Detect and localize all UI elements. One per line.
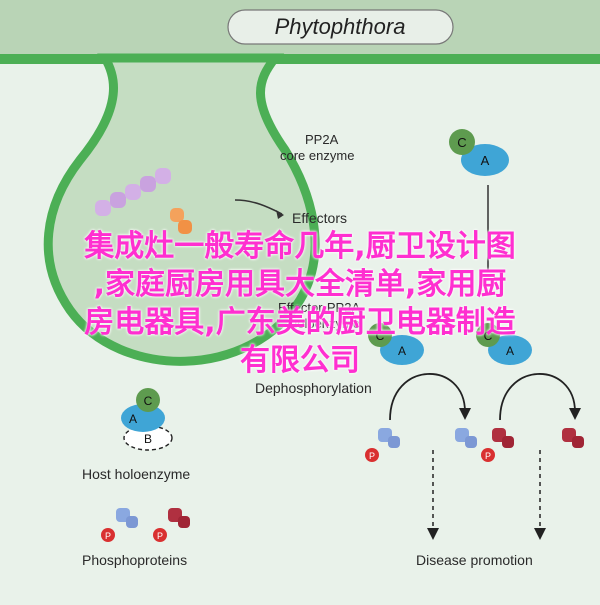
holo-left-a-label: A (398, 344, 406, 358)
host-a-subunit-shape (121, 404, 165, 432)
effector-protein-orange (170, 208, 192, 234)
overlay-line-3: 房电器具,广东美的厨卫电器制造 (84, 305, 516, 340)
overlay-line-1: 集成灶一般寿命几年,厨卫设计图 (84, 229, 516, 264)
phosphoprotein-blue: P (101, 508, 138, 542)
pp2a-c-subunit-shape (449, 129, 475, 155)
pp2a-c-label: C (457, 135, 466, 150)
dashed-arrow-right-head (534, 528, 546, 540)
host-holoenzyme: C A B (121, 388, 173, 451)
dephospho-arc-right (499, 373, 576, 421)
label-pp2a: PP2A (305, 132, 339, 147)
dashed-arrow-left-head (427, 528, 439, 540)
holo-right-a-label: A (506, 344, 514, 358)
substrate-blue (455, 428, 477, 448)
holo-left-c-label: C (376, 329, 385, 343)
overlay-line-4: 有限公司 (240, 343, 360, 378)
host-c-subunit-shape (136, 388, 160, 412)
effector-protein-purple (95, 168, 171, 216)
holoenzyme-left: C A (368, 323, 424, 365)
overlay-watermark-text: 集成灶一般寿命几年,厨卫设计图 ,家庭厨房用具大全清单,家用厨 房电器具,广东美… (8, 228, 592, 380)
dephospho-arc-left-head (459, 408, 471, 420)
diagram-title: Phytophthora (274, 14, 406, 39)
phospho-p-label-1: P (369, 451, 375, 461)
host-a-label: A (129, 412, 137, 426)
label-phosphoproteins: Phosphoproteins (82, 552, 188, 568)
dephospho-arc-left (389, 373, 466, 421)
host-c-label: C (144, 394, 153, 408)
phospho-p-label-3: P (105, 531, 111, 541)
host-b-label: B (144, 432, 152, 446)
pp2a-a-subunit-shape (461, 144, 509, 176)
substrate-red-phospho: P (481, 428, 514, 462)
label-effector-pp2a: Effector-PP2A (278, 300, 361, 315)
membrane-band (0, 54, 600, 64)
substrate-red (562, 428, 584, 448)
overlay-line-2: ,家庭厨房用具大全清单,家用厨 (93, 267, 507, 302)
label-disease-promotion: Disease promotion (416, 552, 533, 568)
phosphoprotein-red: P (153, 508, 190, 542)
pp2a-a-label: A (481, 153, 490, 168)
pp2a-core-enzyme: C A (449, 129, 509, 176)
holoenzyme-right: C A (476, 323, 532, 365)
label-host-holoenzyme: Host holoenzyme (82, 466, 191, 482)
effector-arrow-head (276, 210, 284, 219)
phospho-p-label-4: P (157, 531, 163, 541)
label-core-enzyme: core enzyme (280, 148, 355, 163)
dephospho-arc-right-head (569, 408, 581, 420)
label-effectors: Effectors (292, 210, 347, 226)
title-pill-bg (227, 9, 454, 45)
holo-right-c-label: C (484, 329, 493, 343)
label-holoenzyme: holoenzyme (290, 316, 361, 331)
phospho-p-label-2: P (485, 451, 491, 461)
substrate-blue-phospho: P (365, 428, 400, 462)
label-dephosphorylation: Dephosphorylation (255, 380, 372, 396)
